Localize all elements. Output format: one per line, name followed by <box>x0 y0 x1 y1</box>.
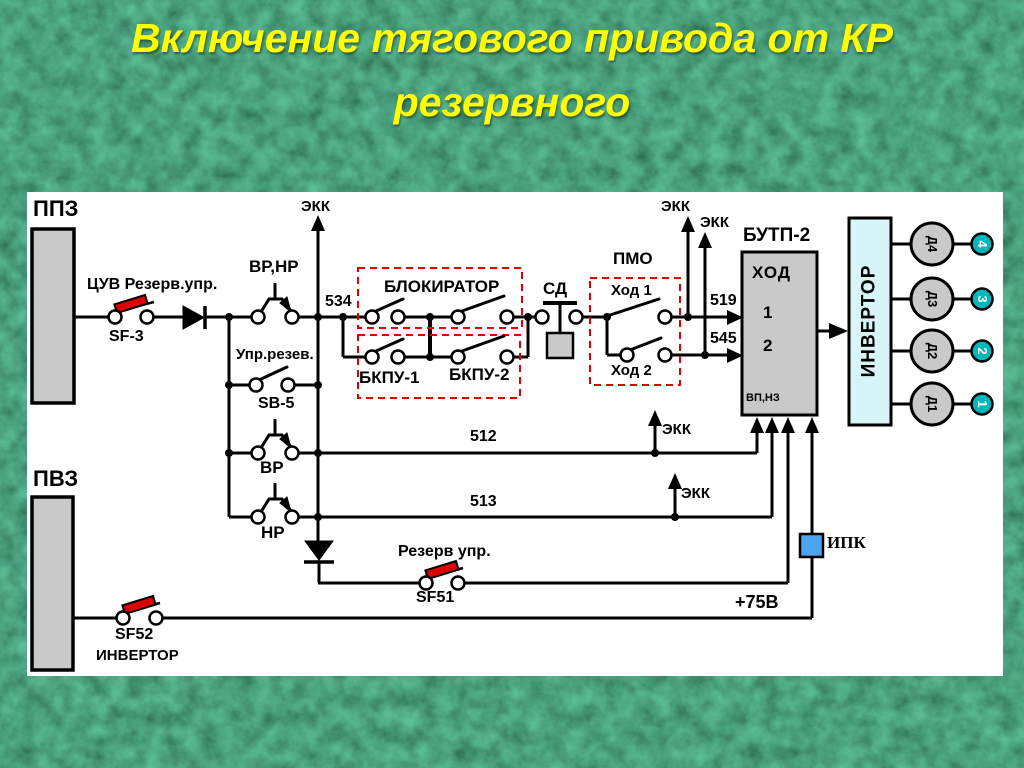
bkpu-frame <box>357 334 521 399</box>
cuv-rezerv-upr-label: ЦУВ Резерв.упр. <box>87 276 218 293</box>
bkpu2-label: БКПУ-2 <box>449 365 510 384</box>
ekk-arrow-1 <box>311 215 325 231</box>
junction-dots <box>225 313 709 521</box>
pvz-source-bar <box>30 495 75 672</box>
wire-534-label: 534 <box>325 293 352 310</box>
sf3-label: SF-3 <box>109 328 144 345</box>
sf52-label: SF52 <box>115 626 154 643</box>
bkpu1-label: БКПУ-1 <box>359 368 420 387</box>
switch-sf51 <box>418 559 466 591</box>
switch-sb5 <box>248 365 296 393</box>
slide-title-line2: резервного <box>393 79 631 125</box>
invertor-block-label: ИНВЕРТОР <box>858 264 880 378</box>
wire-545-label: 545 <box>710 330 737 347</box>
sf51-label: SF51 <box>416 589 455 606</box>
invertor-block <box>847 216 893 427</box>
diode-right <box>182 305 207 330</box>
invertor-feeder-label: ИНВЕРТОР <box>96 647 179 664</box>
motor-d3 <box>909 276 955 322</box>
motor-tag-1 <box>970 392 994 416</box>
nr-label: НР <box>261 523 285 542</box>
ipk-block <box>798 532 825 559</box>
butp2-hod-label: ХОД <box>752 263 792 282</box>
group-frames <box>357 267 681 399</box>
slide-title-line1: Включение тягового привода от КР <box>131 15 893 61</box>
ekk-arrow-2 <box>681 216 695 232</box>
arrowheads <box>311 215 848 489</box>
input-519-arrow <box>727 310 743 325</box>
ekk-arrow-3 <box>698 232 712 248</box>
pvz-label: ПВЗ <box>33 466 79 491</box>
ekk-label-2: ЭКК <box>661 198 690 215</box>
contactor-nr <box>250 483 300 525</box>
slide-title: Включение тягового привода от КР резервн… <box>0 6 1024 134</box>
butp2-label: БУТП-2 <box>743 225 811 246</box>
motor-d1 <box>909 381 955 427</box>
sb5-label: SB-5 <box>258 395 295 412</box>
hod1-label: Ход 1 <box>611 282 652 299</box>
motor-d4 <box>909 221 955 267</box>
motor-tag-4 <box>970 232 994 256</box>
vp-nz-label: ВП,НЗ <box>746 392 780 404</box>
switch-sf3 <box>107 293 155 325</box>
motor-d2 <box>909 328 955 374</box>
butp2-bottom-arrow-4 <box>805 417 819 433</box>
blokirator-frame <box>357 267 523 329</box>
motor-d1-label: Д1 <box>925 395 941 413</box>
ekk-label-4: ЭКК <box>662 421 691 438</box>
ppz-label: ППЗ <box>33 196 79 221</box>
diode-down <box>304 540 334 564</box>
upr-rezev-label: Упр.резев. <box>236 346 314 363</box>
motor-tag-3 <box>970 287 994 311</box>
rezerv-upr-label: Резерв упр. <box>398 543 491 560</box>
vr-nr-label: ВР,НР <box>249 257 299 276</box>
butp2-bottom-arrow-1 <box>750 417 764 433</box>
pmo-frame <box>589 277 681 386</box>
wire-519-label: 519 <box>710 292 737 309</box>
input-545-arrow <box>727 348 743 363</box>
motor-d4-label: Д4 <box>925 235 941 253</box>
motor-tag-1-label: 1 <box>975 400 991 408</box>
pmo-label: ПМО <box>613 249 653 268</box>
contactor-vr-nr <box>250 283 300 325</box>
invertor-input-arrow <box>829 323 848 339</box>
ekk-label-5: ЭКК <box>681 485 710 502</box>
blokirator-label: БЛОКИРАТОР <box>384 277 500 296</box>
ekk-label-3: ЭКК <box>700 214 729 231</box>
wire-512-label: 512 <box>470 428 497 445</box>
motors <box>891 221 994 427</box>
blokirator-switches <box>364 294 515 325</box>
ekk-label-1: ЭКК <box>301 198 330 215</box>
wire-513-label: 513 <box>470 493 497 510</box>
pmo-switches <box>605 297 673 363</box>
butp2-input1-label: 1 <box>763 303 773 322</box>
bkpu-switches <box>364 334 515 365</box>
motor-d2-label: Д2 <box>925 342 941 360</box>
motor-tag-2-label: 2 <box>975 347 991 355</box>
butp2-bottom-arrow-3 <box>781 417 795 433</box>
vr-label: ВР <box>260 458 284 477</box>
contactor-vr <box>250 419 300 461</box>
plus75v-label: +75В <box>735 592 779 612</box>
ppz-source-bar <box>30 227 76 405</box>
sd-label: СД <box>543 279 568 298</box>
ekk-arrow-4 <box>648 410 662 426</box>
sd-button <box>534 301 584 360</box>
butp2-block <box>740 250 819 417</box>
butp2-bottom-arrow-2 <box>765 417 779 433</box>
motor-tag-3-label: 3 <box>975 295 991 303</box>
butp2-input2-label: 2 <box>763 336 773 355</box>
motor-tag-4-label: 4 <box>975 240 991 248</box>
motor-tag-2 <box>970 339 994 363</box>
ipk-label: ИПК <box>827 533 866 552</box>
hod2-label: Ход 2 <box>611 362 652 379</box>
motor-d3-label: Д3 <box>925 290 941 308</box>
schematic-panel <box>27 192 1003 676</box>
switch-sf52 <box>115 594 164 626</box>
ekk-arrow-5 <box>668 473 682 489</box>
